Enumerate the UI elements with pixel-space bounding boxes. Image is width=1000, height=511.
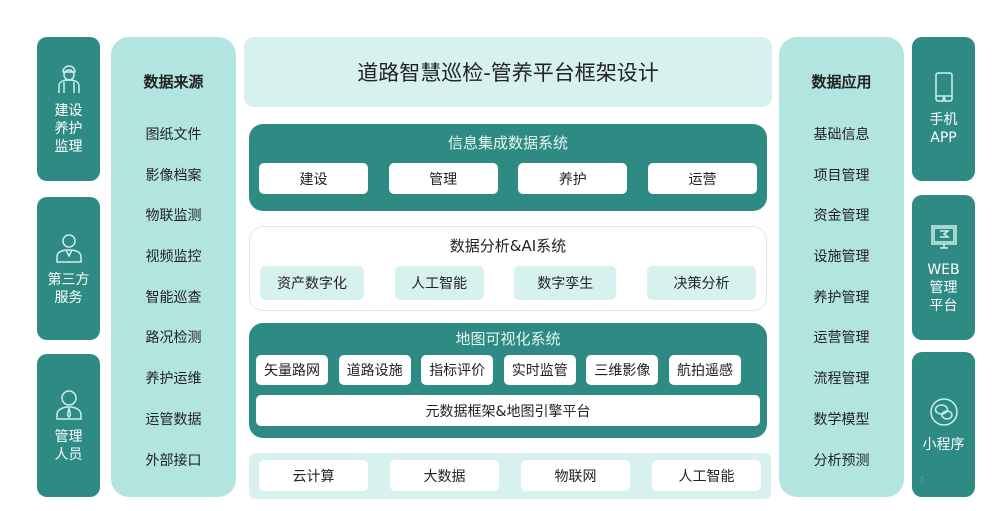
page-title: 道路智慧巡检-管养平台框架设计 xyxy=(244,37,772,107)
manager-tie-icon xyxy=(55,389,82,420)
info-item: 管理 xyxy=(388,163,498,194)
ai-item: 资产数字化 xyxy=(260,266,364,300)
data-source-panel: 数据来源 图纸文件 影像档案 物联监测 视频监控 智能巡查 路况检测 养护运维 … xyxy=(111,37,236,497)
base-item: 云计算 xyxy=(259,460,368,491)
wechat-icon xyxy=(929,397,958,426)
list-item: 设施管理 xyxy=(813,249,870,266)
map-item: 三维影像 xyxy=(586,355,659,385)
list-item: 视频监控 xyxy=(145,249,202,266)
info-item: 运营 xyxy=(647,163,757,194)
ai-item: 决策分析 xyxy=(646,266,756,300)
list-item: 运管数据 xyxy=(145,411,202,428)
ai-system-panel: 数据分析&AI系统 资产数字化 人工智能 数字孪生 决策分析 xyxy=(249,226,767,311)
list-item: 资金管理 xyxy=(813,208,870,225)
data-app-heading: 数据应用 xyxy=(811,73,872,91)
channel-label: 小程序 xyxy=(922,436,965,453)
ai-item: 人工智能 xyxy=(394,266,484,300)
data-source-heading: 数据来源 xyxy=(143,73,204,91)
base-layer-panel: 云计算 大数据 物联网 人工智能 xyxy=(249,453,771,499)
map-platform: 元数据框架&地图引擎平台 xyxy=(256,395,760,426)
ai-system-title: 数据分析&AI系统 xyxy=(449,237,567,255)
actor-construction: 建设 养护 监理 xyxy=(37,37,100,181)
list-item: 路况检测 xyxy=(145,330,202,347)
info-item: 养护 xyxy=(518,163,628,194)
base-item: 物联网 xyxy=(521,460,630,491)
base-item: 人工智能 xyxy=(652,460,761,491)
list-item: 分析预测 xyxy=(813,452,870,469)
channel-mobile-app: 手机 APP xyxy=(912,37,975,181)
page-number: 5 xyxy=(920,475,926,484)
worker-helmet-icon xyxy=(57,65,80,93)
list-item: 基础信息 xyxy=(813,127,870,143)
data-app-panel: 数据应用 基础信息 项目管理 资金管理 设施管理 养护管理 运营管理 流程管理 … xyxy=(779,37,904,497)
map-item: 实时监管 xyxy=(503,355,576,385)
map-item: 矢量路网 xyxy=(256,355,328,385)
monitor-icon xyxy=(930,224,957,249)
list-item: 项目管理 xyxy=(813,167,870,184)
list-item: 智能巡查 xyxy=(145,289,202,306)
info-item: 建设 xyxy=(259,163,368,194)
list-item: 物联监测 xyxy=(145,208,202,225)
list-item: 图纸文件 xyxy=(145,127,202,143)
actor-third-party: 第三方 服务 xyxy=(37,197,100,340)
actor-label: 管理 人员 xyxy=(54,428,83,463)
map-system-title: 地图可视化系统 xyxy=(455,330,561,348)
actor-label: 第三方 服务 xyxy=(47,271,90,306)
actor-manager: 管理 人员 xyxy=(37,354,100,497)
base-item: 大数据 xyxy=(390,460,499,491)
map-item: 航拍遥感 xyxy=(668,355,741,385)
list-item: 养护运维 xyxy=(145,371,202,388)
channel-label: 手机 APP xyxy=(929,112,958,146)
person-suit-icon xyxy=(55,233,82,263)
mobile-phone-icon xyxy=(934,72,953,102)
channel-label: WEB 管理 平台 xyxy=(927,261,960,314)
info-system-panel: 信息集成数据系统 建设 管理 养护 运营 xyxy=(249,124,767,211)
list-item: 养护管理 xyxy=(813,289,870,306)
channel-web-platform: WEB 管理 平台 xyxy=(912,195,975,340)
map-item: 指标评价 xyxy=(421,355,494,385)
info-system-title: 信息集成数据系统 xyxy=(447,134,568,152)
list-item: 影像档案 xyxy=(145,167,202,184)
list-item: 外部接口 xyxy=(145,452,202,469)
ai-item: 数字孪生 xyxy=(514,266,617,300)
actor-label: 建设 养护 监理 xyxy=(54,103,83,155)
list-item: 数学模型 xyxy=(813,411,870,428)
map-system-panel: 地图可视化系统 矢量路网 道路设施 指标评价 实时监管 三维影像 航拍遥感 元数… xyxy=(249,323,767,438)
map-item: 道路设施 xyxy=(338,355,411,385)
channel-mini-program: 小程序 5 xyxy=(912,352,975,497)
list-item: 流程管理 xyxy=(813,371,870,388)
list-item: 运营管理 xyxy=(813,330,870,347)
